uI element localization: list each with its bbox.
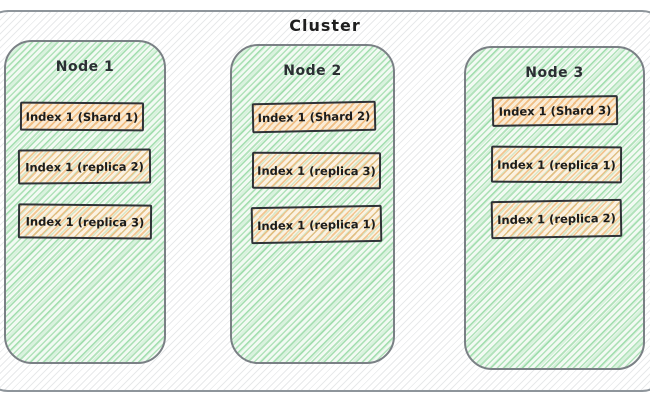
node-2-shard-box: Index 1 (Shard 2) [251, 100, 377, 134]
node-3-replica-box-1: Index 1 (replica 1) [490, 145, 623, 184]
node-1-shard-box: Index 1 (Shard 1) [19, 101, 145, 132]
node-1-replica-box-2: Index 1 (replica 3) [17, 203, 153, 240]
node-3: Node 3 Index 1 (Shard 3) Index 1 (replic… [464, 46, 645, 370]
node-2-replica-box-1: Index 1 (replica 3) [251, 151, 382, 190]
node-2-replica-box-2: Index 1 (replica 1) [250, 204, 383, 245]
node-1-replica-box-1: Index 1 (replica 2) [17, 148, 152, 185]
node-1-title: Node 1 [55, 59, 115, 75]
node-2: Node 2 Index 1 (Shard 2) Index 1 (replic… [230, 44, 395, 364]
cluster-title: Cluster [289, 16, 361, 35]
node-3-shard-box: Index 1 (Shard 3) [491, 95, 619, 127]
node-3-replica-box-2: Index 1 (replica 2) [490, 198, 623, 240]
node-2-title: Node 2 [283, 63, 342, 79]
node-1: Node 1 Index 1 (Shard 1) Index 1 (replic… [4, 40, 166, 364]
node-3-title: Node 3 [525, 65, 584, 81]
cluster-container: Cluster Node 1 Index 1 (Shard 1) Index 1… [0, 10, 650, 392]
